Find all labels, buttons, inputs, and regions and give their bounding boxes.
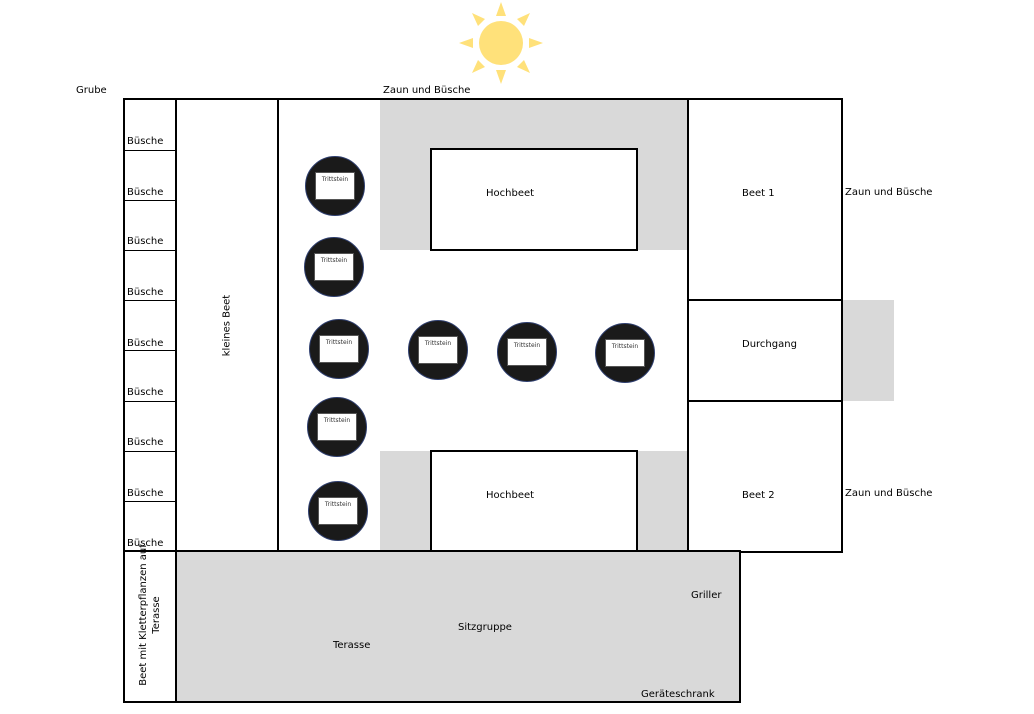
- bush-label: Büsche: [127, 136, 164, 147]
- fence-top-label: Zaun und Büsche: [383, 85, 471, 96]
- stepping-stone: Trittstein: [309, 319, 369, 379]
- stepping-stone: Trittstein: [408, 320, 468, 380]
- bed-1-label: Beet 1: [742, 188, 775, 199]
- bush-divider: [124, 501, 176, 502]
- stepping-stone: Trittstein: [307, 397, 367, 457]
- raised-bed-bottom: Hochbeet: [430, 450, 638, 553]
- small-bed: kleines Beet: [175, 98, 279, 553]
- bush-label: Büsche: [127, 488, 164, 499]
- climbing-plant-bed-label: Beet mit Kletterpflanzen auf Terasse: [137, 540, 163, 690]
- stepping-stone-label: Trittstein: [605, 339, 645, 367]
- climbing-plant-bed: Beet mit Kletterpflanzen auf Terasse: [123, 544, 177, 703]
- griller-label: Griller: [691, 590, 722, 601]
- bush-divider: [124, 300, 176, 301]
- bush-divider: [124, 401, 176, 402]
- stepping-stone: Trittstein: [305, 156, 365, 216]
- bush-label: Büsche: [127, 187, 164, 198]
- terrace: Griller Sitzgruppe Terasse Geräteschrank: [123, 550, 741, 703]
- climbing-label-line2: Terasse: [151, 596, 162, 634]
- stepping-stone-label: Trittstein: [319, 335, 359, 363]
- bush-divider: [124, 200, 176, 201]
- fence-right-label-2: Zaun und Büsche: [845, 488, 933, 499]
- bush-label: Büsche: [127, 387, 164, 398]
- small-bed-label: kleines Beet: [221, 294, 233, 357]
- bush-label: Büsche: [127, 338, 164, 349]
- stepping-stone-label: Trittstein: [507, 338, 547, 366]
- climbing-label-line1: Beet mit Kletterpflanzen auf: [138, 544, 149, 686]
- bed-2: Beet 2: [687, 400, 843, 553]
- bush-label: Büsche: [127, 538, 164, 549]
- bush-divider: [124, 250, 176, 251]
- raised-bed-top: Hochbeet: [430, 148, 638, 251]
- fence-right-label-1: Zaun und Büsche: [845, 187, 933, 198]
- raised-bed-bottom-label: Hochbeet: [486, 490, 535, 501]
- stepping-stone: Trittstein: [308, 481, 368, 541]
- bed-2-label: Beet 2: [742, 490, 775, 501]
- bush-divider: [124, 150, 176, 151]
- tool-shed-label: Geräteschrank: [641, 689, 715, 700]
- raised-bed-top-label: Hochbeet: [486, 188, 535, 199]
- seating-label: Sitzgruppe: [458, 622, 512, 633]
- bush-divider: [124, 350, 176, 351]
- stepping-stone-label: Trittstein: [314, 253, 354, 281]
- bush-label: Büsche: [127, 236, 164, 247]
- sun-icon: [459, 2, 543, 84]
- passage: Durchgang: [687, 299, 843, 402]
- terrace-label: Terasse: [333, 640, 371, 651]
- stepping-stone-label: Trittstein: [318, 497, 358, 525]
- bush-divider: [124, 451, 176, 452]
- stepping-stone: Trittstein: [304, 237, 364, 297]
- stepping-stone: Trittstein: [595, 323, 655, 383]
- stepping-stone: Trittstein: [497, 322, 557, 382]
- passage-extension: [843, 300, 894, 401]
- bed-1: Beet 1: [687, 98, 843, 301]
- grube-label: Grube: [76, 85, 107, 96]
- bush-label: Büsche: [127, 437, 164, 448]
- stepping-stone-label: Trittstein: [317, 413, 357, 441]
- passage-label: Durchgang: [742, 339, 797, 350]
- bush-label: Büsche: [127, 287, 164, 298]
- stepping-stone-label: Trittstein: [418, 336, 458, 364]
- stepping-stone-label: Trittstein: [315, 172, 355, 200]
